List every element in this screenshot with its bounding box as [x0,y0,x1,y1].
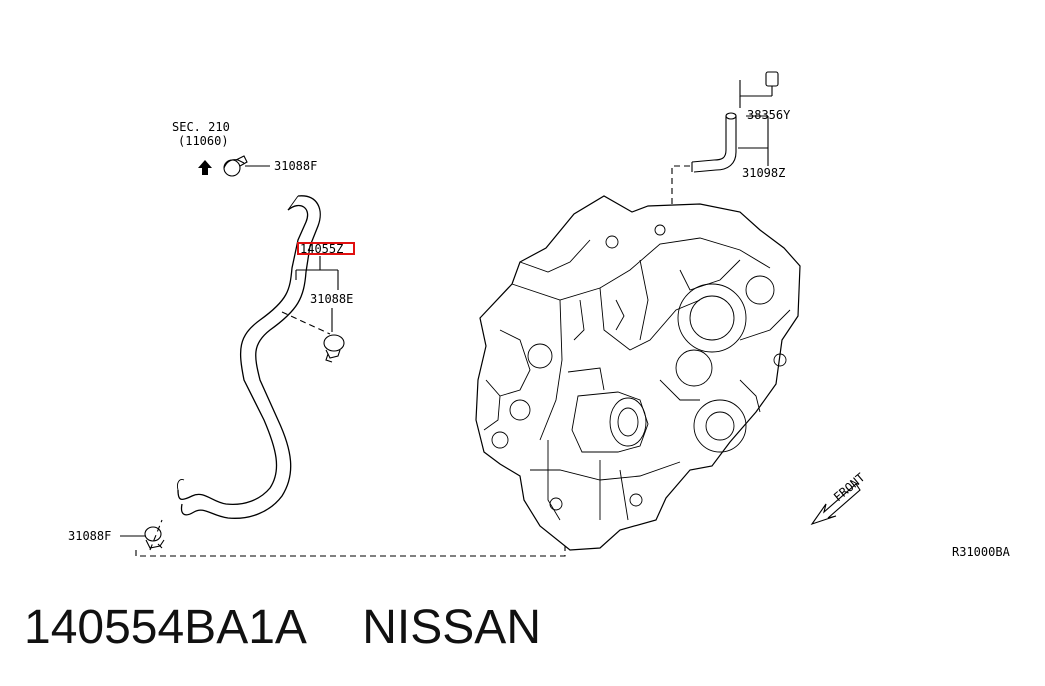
clamp-mid-icon [323,334,345,363]
breather-tube-icon [691,112,737,173]
hose-part-label: 14055Z [300,242,343,256]
cap-label: 38356Y [747,108,791,122]
breather-label: 31098Z [742,166,785,180]
parts-diagram: SEC. 210 (11060) 31088F 14055Z 31088E 31… [68,71,1011,559]
transmission-assembly [475,195,801,551]
part-number: 140554BA1A [24,601,307,654]
up-arrow-icon [198,160,212,175]
clamp-mid-label: 31088E [310,292,353,306]
breather-cap-icon [765,71,779,87]
coolant-hose [177,195,321,519]
part-highlight-box [297,242,355,255]
clamp-top-icon [223,155,248,177]
figure-code-label: R31000BA [952,545,1011,559]
sec-ref-sub-label: (11060) [178,134,229,148]
clamp-bottom-label: 31088F [68,529,111,543]
brand-name: NISSAN [362,601,541,654]
part-footer: 140554BA1A NISSAN [24,600,541,660]
clamp-bottom-icon [144,526,165,549]
front-arrow-icon [810,483,861,526]
sec-ref-label: SEC. 210 [172,120,230,134]
clamp-top-label: 31088F [274,159,317,173]
